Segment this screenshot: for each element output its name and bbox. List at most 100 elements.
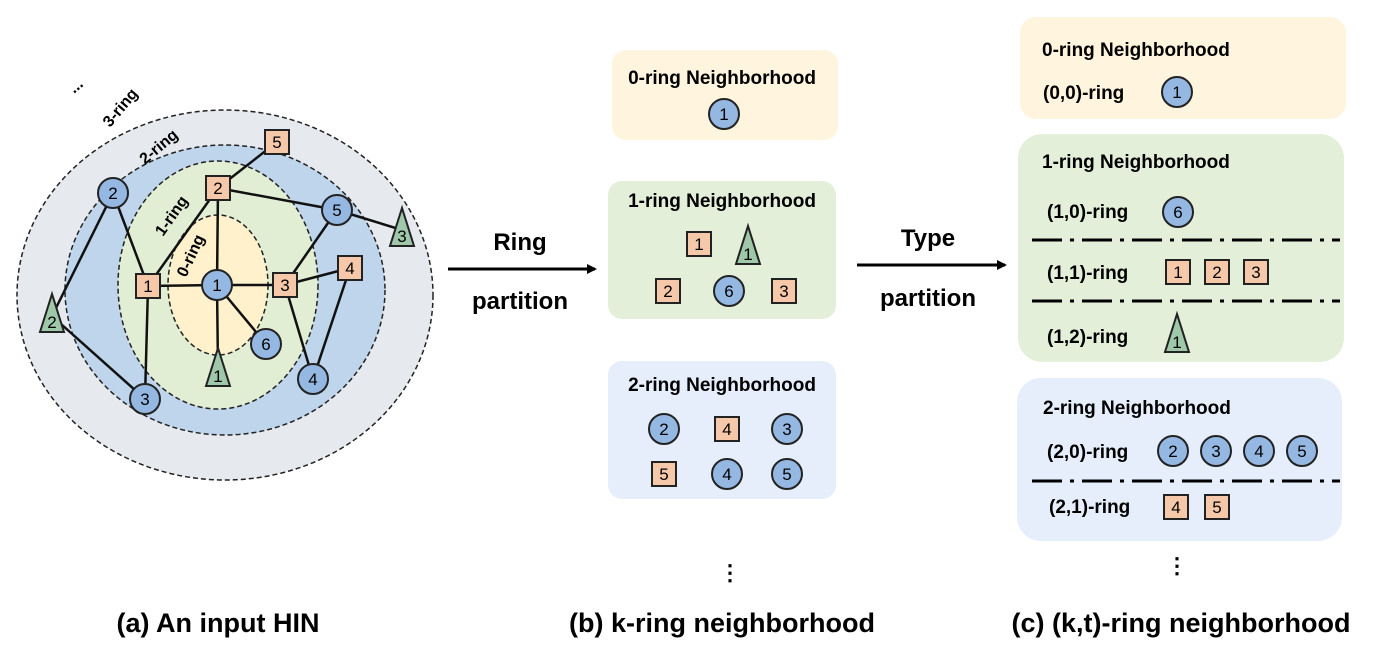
- triangle-node: 3: [388, 204, 416, 247]
- hin-edge: [51, 315, 146, 400]
- hin-nodes: 1 2 3 4 5 6 1 2 3 4 5 1 2 3: [38, 129, 416, 415]
- arrow2-bottom-label: partition: [880, 285, 976, 312]
- arrow2-top-label: Type: [901, 225, 955, 252]
- node-label: 5: [1297, 442, 1306, 461]
- square-node: 3: [771, 278, 797, 304]
- circle-node: 6: [713, 275, 745, 307]
- b-box-0-title: 0-ring Neighborhood: [628, 68, 816, 89]
- c-box-1-title: 1-ring Neighborhood: [1042, 152, 1230, 173]
- circle-node: 6: [1162, 196, 1194, 228]
- square-node: 2: [655, 278, 681, 304]
- square-node: 1: [135, 273, 161, 299]
- type-partition-arrow: Type partition: [857, 225, 1007, 312]
- triangle-node: 1: [204, 344, 232, 387]
- hin-edge: [146, 187, 220, 287]
- hin-edge: [217, 186, 338, 212]
- c-row-label: (0,0)-ring: [1043, 83, 1124, 104]
- hin-edge: [311, 267, 352, 380]
- circle-node: 1: [708, 98, 740, 130]
- circle-node: 5: [771, 458, 803, 490]
- triangle-node: 2: [38, 290, 66, 333]
- arrow1-top-label: Ring: [493, 229, 546, 256]
- hin-edge: [50, 192, 115, 317]
- triangle-node: 1: [1163, 310, 1191, 353]
- c-box-2-title: 2-ring Neighborhood: [1043, 398, 1231, 419]
- node-label: 1: [212, 276, 221, 295]
- panel-b-k-ring: 0-ring Neighborhood 1-ring Neighborhood …: [569, 50, 875, 638]
- ring-label-3: 3-ring: [100, 86, 142, 131]
- circle-node: 5: [1286, 435, 1318, 467]
- hin-edge: [111, 192, 150, 287]
- node-label: 3: [1211, 442, 1220, 461]
- square-node: 5: [264, 129, 290, 155]
- circle-node: 4: [297, 363, 329, 395]
- node-label: 4: [345, 259, 354, 278]
- c-row-label: (1,0)-ring: [1047, 202, 1128, 223]
- panel-c-kt-ring: 0-ring Neighborhood (0,0)-ring 1-ring Ne…: [1012, 17, 1351, 638]
- node-label: 4: [308, 370, 317, 389]
- c-box-0-title: 0-ring Neighborhood: [1042, 40, 1230, 61]
- caption-c: (c) (k,t)-ring neighborhood: [1012, 608, 1351, 638]
- hin-edge: [143, 285, 150, 400]
- node-label: 5: [659, 465, 668, 484]
- node-label: 1: [1173, 263, 1182, 282]
- node-label: 4: [1171, 498, 1180, 517]
- square-node: 5: [1204, 494, 1230, 520]
- node-label: 1: [143, 277, 152, 296]
- b-ellipsis: ⋮: [719, 560, 741, 585]
- node-label: 1: [694, 235, 703, 254]
- c-ellipsis: ⋮: [1166, 553, 1188, 578]
- node-label: 2: [213, 179, 222, 198]
- circle-node: 6: [250, 328, 282, 360]
- c-nodes: 1 6 1 2 3 1 2 3 4 5 4 5: [1157, 76, 1318, 520]
- node-label: 1: [1172, 83, 1181, 102]
- node-label: 2: [659, 420, 668, 439]
- circle-node: 2: [97, 177, 129, 209]
- b-box-1-title: 1-ring Neighborhood: [628, 191, 816, 212]
- circle-node: 2: [1157, 435, 1189, 467]
- circle-node: 5: [321, 194, 353, 226]
- node-label: 6: [261, 335, 270, 354]
- node-label: 1: [743, 245, 752, 264]
- hin-edge: [283, 284, 315, 380]
- circle-node: 3: [1200, 435, 1232, 467]
- node-label: 3: [1251, 263, 1260, 282]
- circle-node: 1: [1161, 76, 1193, 108]
- node-label: 6: [724, 282, 733, 301]
- square-node: 3: [272, 272, 298, 298]
- node-label: 3: [140, 390, 149, 409]
- node-label: 2: [108, 184, 117, 203]
- square-node: 4: [714, 416, 740, 442]
- b-box-2-title: 2-ring Neighborhood: [628, 375, 816, 396]
- node-label: 1: [213, 367, 222, 386]
- node-label: 2: [47, 313, 56, 332]
- square-node: 2: [205, 175, 231, 201]
- caption-a: (a) An input HIN: [117, 608, 320, 638]
- c-row-label: (2,0)-ring: [1047, 442, 1128, 463]
- node-label: 3: [280, 276, 289, 295]
- circle-node: 2: [648, 413, 680, 445]
- square-node: 1: [1165, 259, 1191, 285]
- node-label: 3: [779, 282, 788, 301]
- node-label: 2: [1168, 442, 1177, 461]
- node-label: 4: [722, 465, 731, 484]
- c-box-1: [1018, 134, 1344, 362]
- hin-edge: [215, 187, 220, 286]
- triangle-node: 1: [734, 222, 762, 265]
- square-node: 1: [686, 231, 712, 257]
- node-label: 6: [1173, 203, 1182, 222]
- ring-partition-arrow: Ring partition: [448, 229, 597, 315]
- node-label: 2: [1212, 263, 1221, 282]
- ellipsis-outer: ...: [66, 75, 87, 97]
- square-node: 4: [337, 255, 363, 281]
- node-label: 2: [663, 282, 672, 301]
- circle-node: 3: [129, 383, 161, 415]
- circle-node: 4: [711, 458, 743, 490]
- c-row-label: (1,1)-ring: [1047, 263, 1128, 284]
- node-label: 5: [782, 465, 791, 484]
- node-label: 5: [1212, 498, 1221, 517]
- node-label: 4: [1254, 442, 1263, 461]
- node-label: 3: [397, 227, 406, 246]
